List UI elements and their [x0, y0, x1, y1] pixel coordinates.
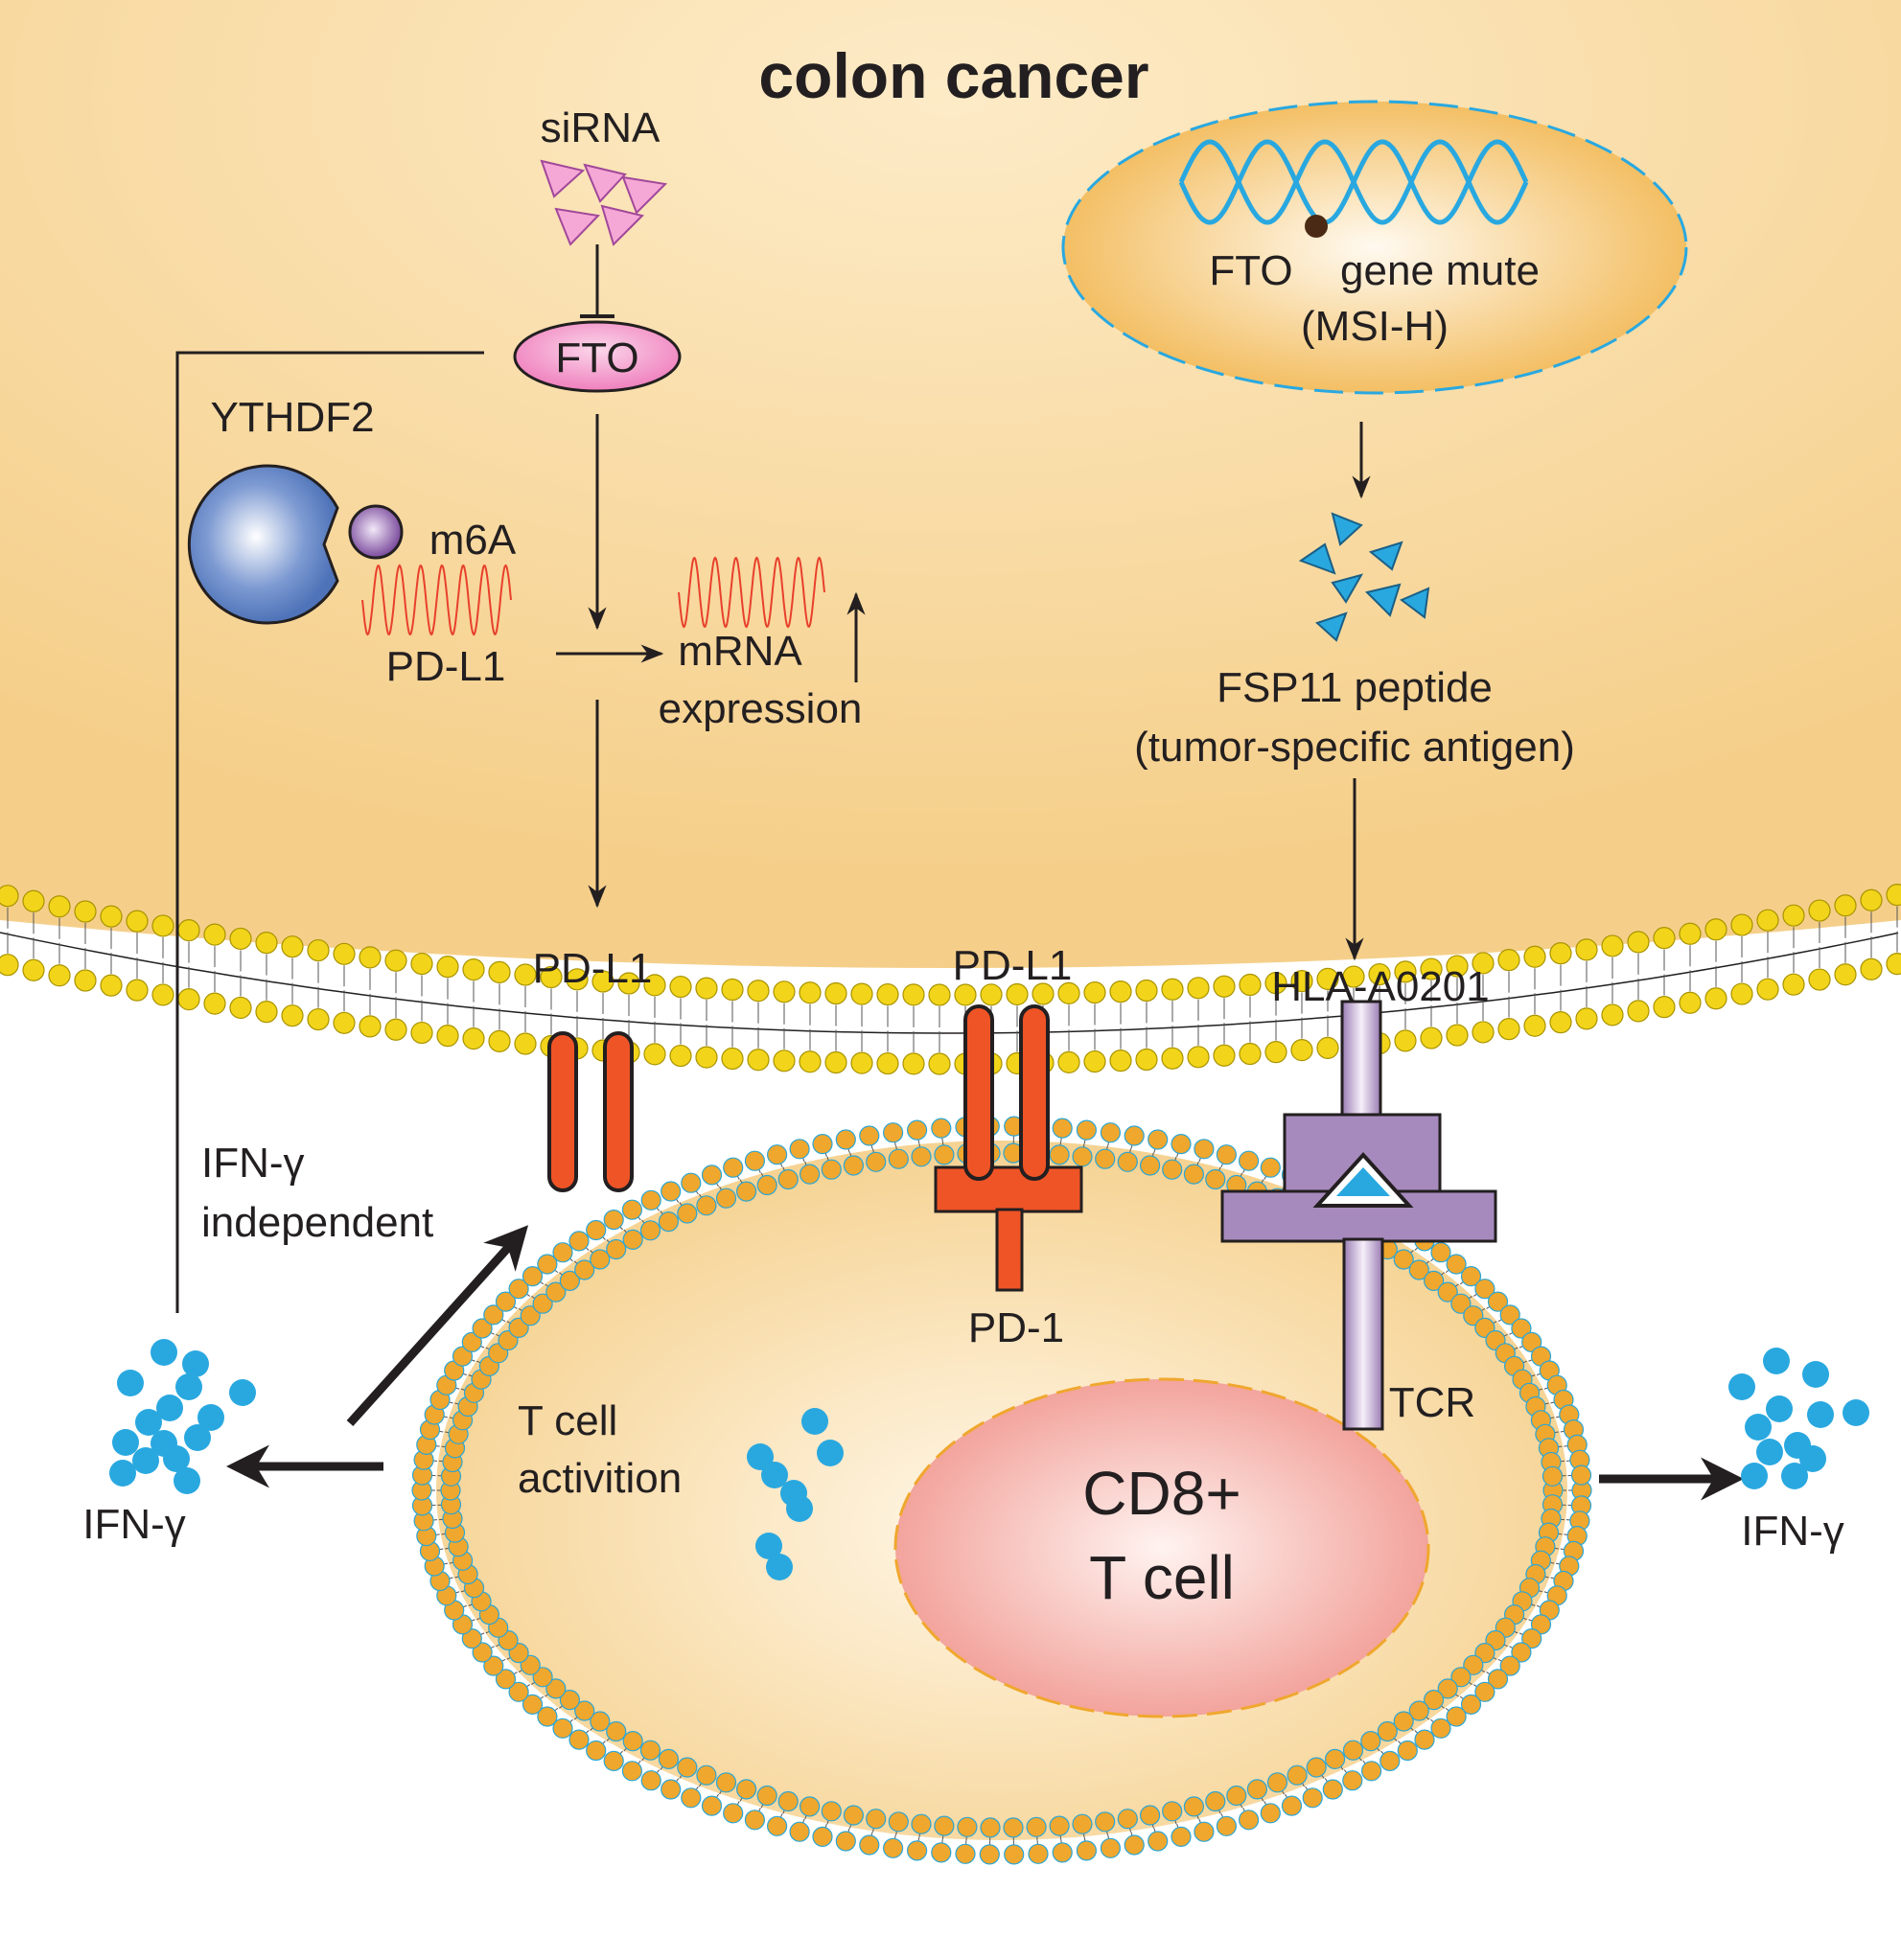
- ythdf2-label: YTHDF2: [210, 394, 374, 441]
- diagram-title: colon cancer: [758, 40, 1148, 111]
- m6a-dot: [350, 506, 402, 558]
- ifn-left-label: IFN-γ: [82, 1501, 186, 1548]
- m6a-label: m6A: [429, 517, 517, 564]
- cd8-label-line1: CD8+: [1082, 1459, 1240, 1528]
- pd-l1-mrna-label: PD-L1: [386, 643, 506, 690]
- pd-l1-mid-label: PD-L1: [953, 942, 1073, 989]
- tcr-label: TCR: [1389, 1379, 1475, 1426]
- fto-label: FTO: [555, 334, 638, 381]
- mrna-label: mRNA: [678, 628, 802, 675]
- msi-h-label: (MSI-H): [1301, 303, 1449, 350]
- cd8-label-line2: T cell: [1089, 1543, 1235, 1612]
- ifn-right-dots: [1728, 1348, 1869, 1489]
- pd-l1-left-label: PD-L1: [533, 945, 653, 992]
- fto-protein: FTO: [515, 322, 680, 391]
- tsa-label: (tumor-specific antigen): [1134, 724, 1575, 771]
- expression-label: expression: [659, 685, 863, 732]
- ifn-left-dots: [109, 1339, 256, 1494]
- mutation-dot: [1305, 215, 1328, 238]
- fsp11-label: FSP11 peptide: [1217, 664, 1493, 711]
- ifn-independent-label-2: independent: [201, 1199, 433, 1246]
- sirna-label: siRNA: [541, 104, 661, 151]
- gene-mute-label: gene mute: [1340, 247, 1540, 294]
- fto-gene-label: FTO: [1209, 247, 1292, 294]
- ifn-independent-label-1: IFN-γ: [201, 1140, 305, 1187]
- tcell-activation-label-1: T cell: [518, 1397, 617, 1444]
- pd-1-label: PD-1: [968, 1304, 1064, 1351]
- ifn-right-label: IFN-γ: [1741, 1508, 1844, 1555]
- msi-nucleus: FTO gene mute (MSI-H): [1063, 102, 1686, 393]
- ythdf2-shape: [189, 466, 337, 623]
- pd-l1-left: [549, 1033, 632, 1190]
- tcell-activation-label-2: activition: [518, 1455, 682, 1502]
